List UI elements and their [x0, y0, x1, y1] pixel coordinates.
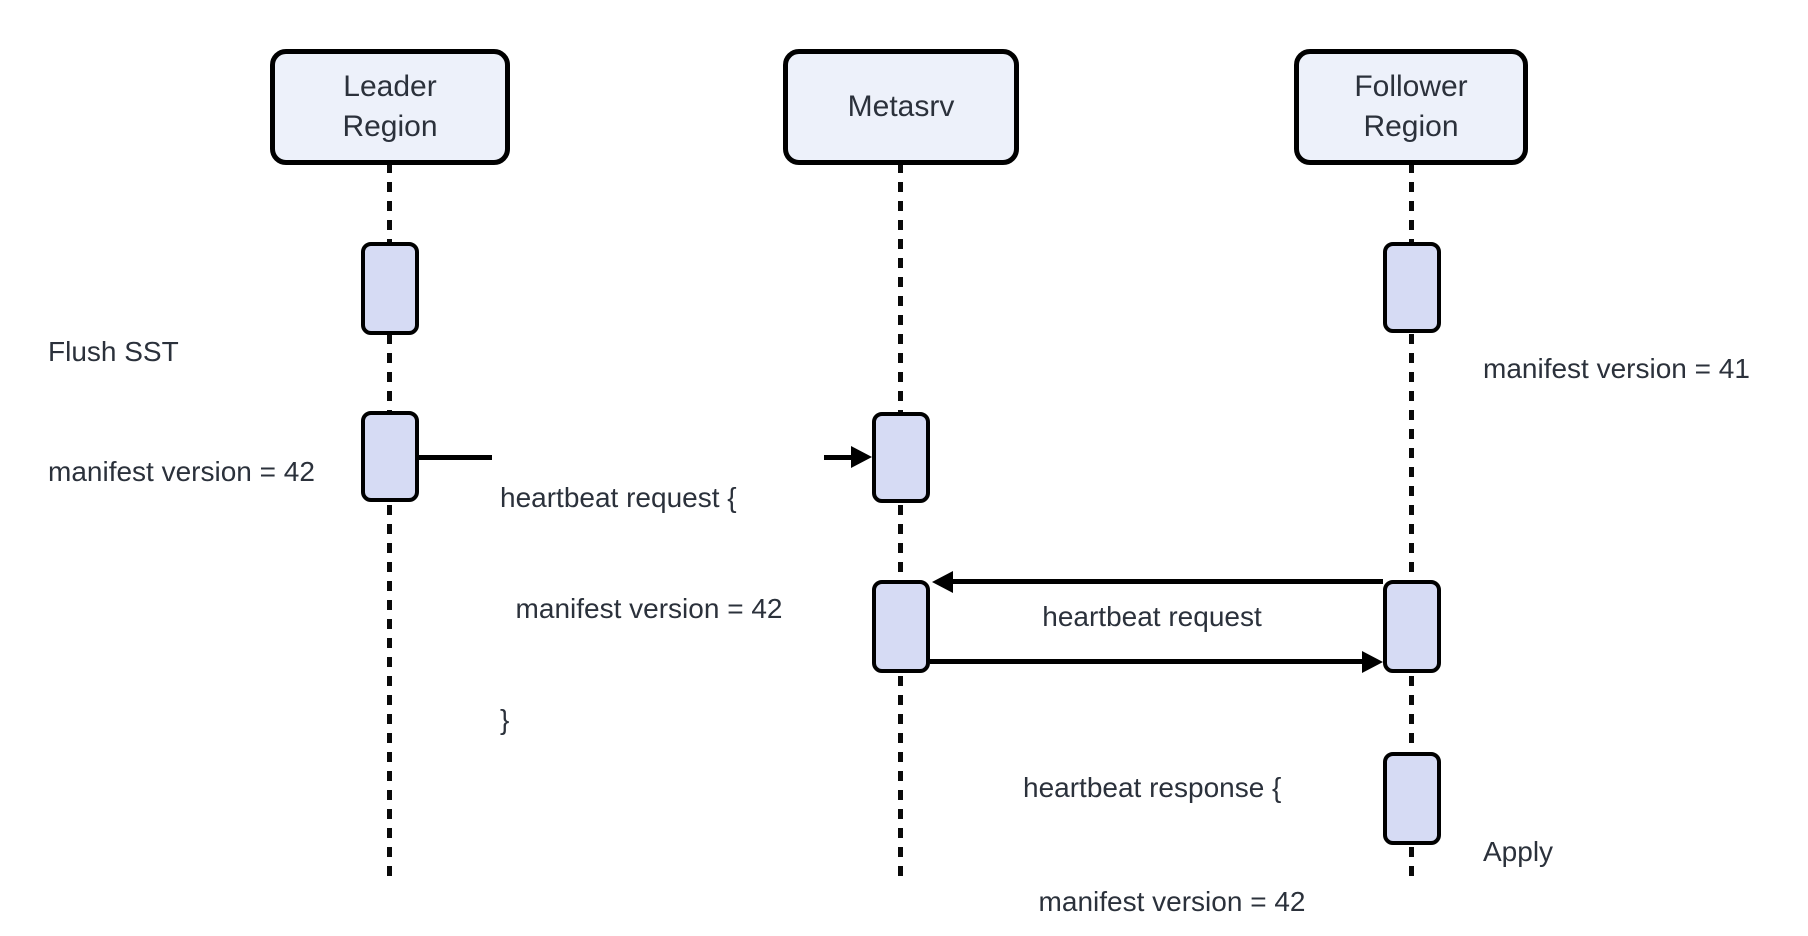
message-label-heartbeat-request-leader: heartbeat request { manifest version = 4… — [492, 403, 824, 814]
activation-bar-leader-heartbeat — [361, 411, 419, 502]
lifeline-metasrv — [898, 163, 903, 880]
lifeline-leader-region — [387, 163, 392, 880]
participant-label: Metasrv — [847, 90, 955, 123]
lifeline-follower-region — [1409, 163, 1414, 880]
arrowhead-right-icon — [1362, 651, 1383, 673]
participant-box-follower-region: Follower Region — [1294, 49, 1528, 165]
participant-label: Leader — [343, 70, 437, 103]
activation-bar-leader-flush — [361, 242, 419, 335]
participant-label: Region — [342, 110, 438, 143]
note-manifest-version-41: manifest version = 41 — [1483, 353, 1750, 384]
activation-bar-metasrv-respond — [872, 580, 930, 673]
participant-label: Follower — [1354, 70, 1468, 103]
arrowhead-right-icon — [851, 446, 872, 468]
participant-label: Region — [1363, 110, 1459, 143]
message-label-heartbeat-request-follower: heartbeat request — [1042, 601, 1262, 632]
participant-box-metasrv: Metasrv — [783, 49, 1019, 165]
message-line-heartbeat-response — [930, 659, 1363, 664]
activation-bar-follower-v41 — [1383, 242, 1441, 333]
activation-bar-follower-apply — [1383, 752, 1441, 845]
note-flush-sst: Flush SST manifest version = 42 — [48, 336, 315, 487]
participant-box-leader-region: Leader Region — [270, 49, 510, 165]
arrowhead-left-icon — [932, 571, 953, 593]
activation-bar-follower-heartbeat — [1383, 580, 1441, 673]
message-label-heartbeat-response: heartbeat response { manifest version = … — [1023, 772, 1306, 917]
activation-bar-metasrv-receive — [872, 412, 930, 503]
message-line-heartbeat-request-follower — [952, 579, 1383, 584]
note-apply-manifest: Apply manifest version = 42 — [1483, 836, 1554, 867]
